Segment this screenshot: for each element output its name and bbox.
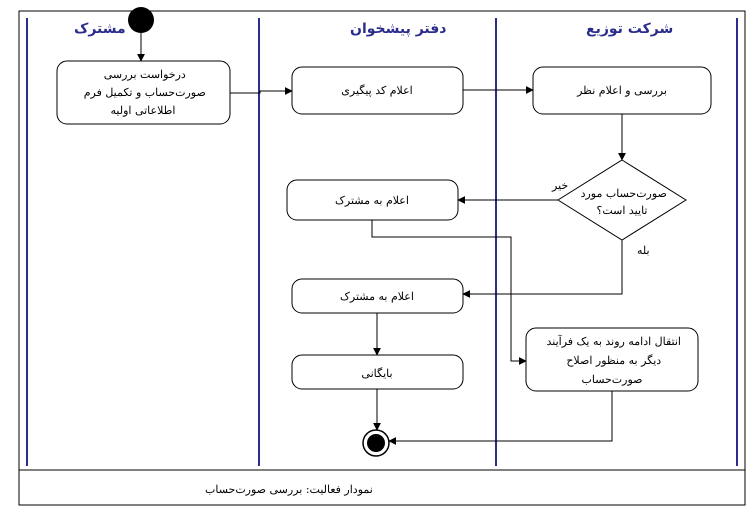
edge-request-to-tracking	[230, 87, 293, 95]
node-transfer-line-2: دیگر به منظور اصلاح	[566, 354, 661, 367]
node-decision-text: صورت‌حساب مورد تایید است؟	[577, 187, 667, 217]
node-notify-accept-text: اعلام به مشترک	[340, 290, 414, 303]
edge-notify-reject-to-transfer	[371, 220, 527, 365]
lane-title-customer: مشترک	[74, 21, 126, 37]
node-request-line-3: اطلاعاتی اولیه	[111, 104, 176, 117]
node-archive-text: بایگانی	[361, 367, 392, 380]
node-archive-line-1: بایگانی	[361, 367, 392, 380]
edge-label-no: خیر	[551, 179, 568, 192]
node-decision-line-2: تایید است؟	[597, 204, 648, 217]
diagram-caption: نمودار فعالیت: بررسی صورت‌حساب	[205, 483, 373, 496]
start-node	[128, 7, 154, 33]
edge-label-yes: بله	[637, 244, 650, 257]
node-review-line-1: بررسی و اعلام نظر	[576, 84, 667, 97]
node-request-text: درخواست بررسی صورت‌حساب و تکمیل فرم اطلا…	[80, 68, 206, 117]
end-node-core	[367, 434, 385, 452]
node-tracking-line-1: اعلام کد پیگیری	[341, 84, 412, 97]
node-transfer-line-3: صورت‌حساب	[581, 373, 642, 386]
node-decision-line-1: صورت‌حساب مورد	[581, 187, 667, 200]
diagram-frame	[18, 10, 746, 506]
node-transfer-text: انتقال ادامه روند به یک فرآیند دیگر به م…	[543, 335, 681, 386]
node-review-text: بررسی و اعلام نظر	[576, 84, 667, 97]
node-tracking-text: اعلام کد پیگیری	[341, 84, 412, 97]
node-notify-accept-line-1: اعلام به مشترک	[340, 290, 414, 303]
lane-title-distribution: شرکت توزیع	[586, 21, 673, 37]
lane-title-front-office: دفتر پیشخوان	[350, 21, 446, 37]
edge-transfer-to-end	[388, 391, 613, 445]
node-decision	[557, 159, 687, 241]
node-notify-reject-text: اعلام به مشترک	[335, 194, 409, 207]
node-notify-reject-line-1: اعلام به مشترک	[335, 194, 409, 207]
node-transfer-line-1: انتقال ادامه روند به یک فرآیند	[547, 335, 682, 348]
edge-decision-yes	[462, 240, 623, 298]
node-request-line-2: صورت‌حساب و تکمیل فرم	[84, 86, 206, 99]
node-request-line-1: درخواست بررسی	[104, 68, 186, 81]
